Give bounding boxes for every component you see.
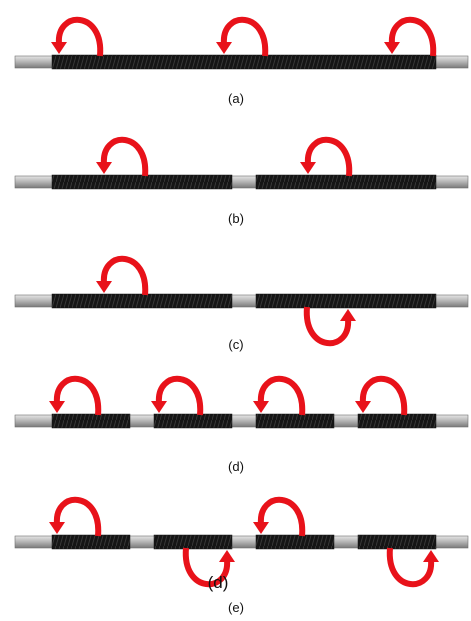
panel-label: (e): [228, 600, 244, 615]
twist-arrow-2: [303, 306, 356, 346]
twist-arrow-1-curl: [100, 256, 149, 296]
twist-arrow-1: [96, 137, 149, 177]
twist-arrow-1: [96, 256, 149, 296]
twist-arrow-2-arrowhead: [219, 550, 235, 562]
twist-arrow-2-arrowhead: [151, 401, 167, 413]
twist-arrow-2-curl: [155, 376, 204, 416]
panel-label: (b): [228, 211, 244, 226]
twist-arrow-1-arrowhead: [96, 281, 112, 293]
twist-arrow-1-arrowhead: [49, 401, 65, 413]
twist-arrow-3: [253, 497, 306, 537]
panel-label: (c): [228, 337, 243, 352]
panel-label: (d): [228, 459, 244, 474]
twist-arrow-3: [253, 376, 306, 416]
twist-arrow-1: [49, 497, 102, 537]
twist-arrow-3-arrowhead: [253, 522, 269, 534]
wound-segment-3: [255, 413, 335, 429]
twist-arrow-1-curl: [53, 497, 102, 537]
wound-segment-1: [51, 534, 131, 550]
wound-segment-1: [51, 174, 233, 190]
panel-2: (b): [14, 137, 469, 226]
twist-arrow-1-curl: [100, 137, 149, 177]
twist-arrow-4-curl: [386, 547, 435, 587]
twist-arrow-3-curl: [257, 376, 306, 416]
wound-segment-2: [153, 534, 233, 550]
twist-arrow-1-arrowhead: [96, 162, 112, 174]
twist-arrow-4-curl: [359, 376, 408, 416]
twist-arrow-3-arrowhead: [384, 42, 400, 54]
panel-5: (e) (d): [14, 497, 469, 615]
wound-segment-2: [255, 174, 437, 190]
twist-arrow-1: [51, 17, 104, 57]
twist-arrow-3: [384, 17, 437, 57]
wound-segment-2: [153, 413, 233, 429]
panel-4: (d): [14, 376, 469, 474]
twist-arrow-3-curl: [388, 17, 437, 57]
twist-arrow-2: [216, 17, 269, 57]
wound-segment-3: [255, 534, 335, 550]
stray-panel-label: (d): [208, 573, 229, 592]
wound-segment-1: [51, 54, 437, 70]
twist-arrow-2-arrowhead: [340, 309, 356, 321]
twist-arrow-3-curl: [257, 497, 306, 537]
wound-segment-2: [255, 293, 437, 309]
wound-segment-1: [51, 293, 233, 309]
wound-segment-4: [357, 534, 437, 550]
twist-arrow-2-arrowhead: [300, 162, 316, 174]
twist-arrow-2: [182, 547, 235, 587]
twist-arrow-3-arrowhead: [253, 401, 269, 413]
twist-arrow-2-curl: [304, 137, 353, 177]
twist-arrow-2-arrowhead: [216, 42, 232, 54]
twist-arrow-4-arrowhead: [423, 550, 439, 562]
twist-arrow-4-arrowhead: [355, 401, 371, 413]
twist-arrow-2-curl: [220, 17, 269, 57]
twist-arrow-4: [355, 376, 408, 416]
twist-arrow-2: [300, 137, 353, 177]
twist-arrow-1-arrowhead: [51, 42, 67, 54]
twist-arrow-2-curl: [303, 306, 352, 346]
wound-segment-4: [357, 413, 437, 429]
twist-arrow-2: [151, 376, 204, 416]
twist-arrow-1-arrowhead: [49, 522, 65, 534]
panel-label: (a): [228, 91, 244, 106]
panel-3: (c): [14, 256, 469, 352]
twist-arrow-1-curl: [55, 17, 104, 57]
twist-arrow-2-curl: [182, 547, 231, 587]
twist-arrow-4: [386, 547, 439, 587]
panel-1: (a): [14, 17, 469, 106]
twist-arrow-1: [49, 376, 102, 416]
twist-arrow-1-curl: [53, 376, 102, 416]
wound-segment-1: [51, 413, 131, 429]
